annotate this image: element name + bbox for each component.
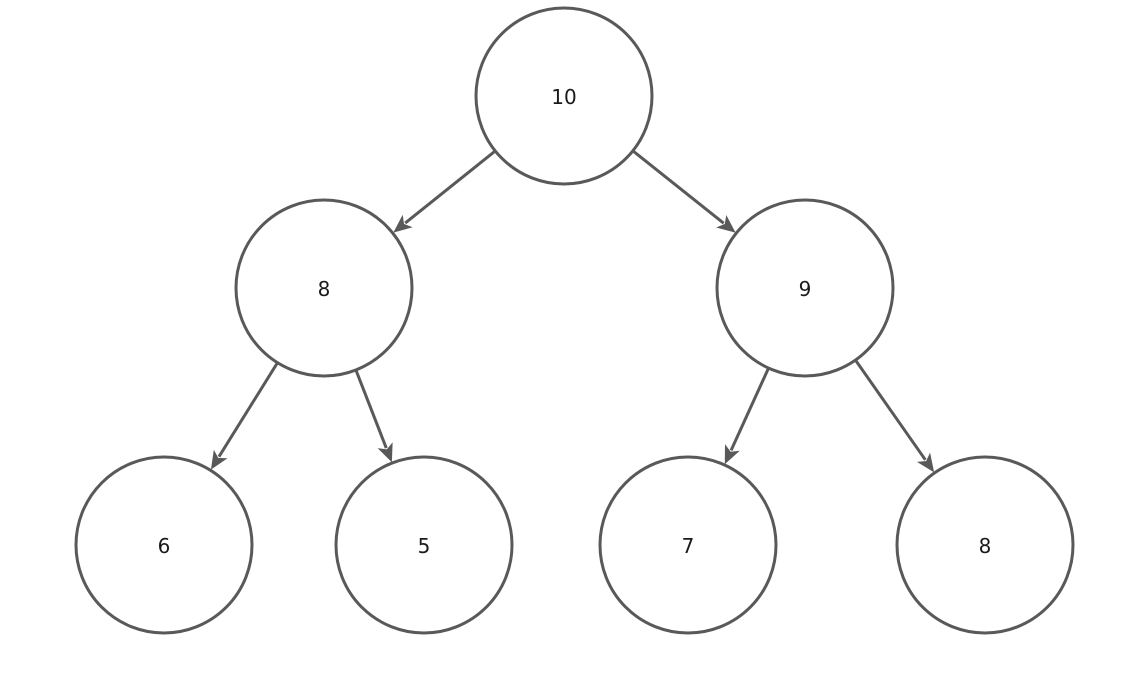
edges-layer: [210, 149, 935, 473]
node-circle: [334, 455, 514, 635]
tree-node-left-left: 6: [74, 455, 254, 635]
node-circle: [74, 455, 254, 635]
edge-line: [404, 149, 497, 225]
edge-line: [631, 149, 725, 225]
edge-line: [217, 361, 279, 458]
tree-node-left-right: 5: [334, 455, 514, 635]
tree-node-left: 8: [234, 198, 414, 378]
arrowhead-icon: [210, 449, 228, 470]
edge-right-to-right-left: [724, 367, 770, 465]
edge-line: [354, 369, 388, 449]
edge-root-to-right: [631, 149, 736, 233]
node-label: 7: [682, 534, 695, 558]
arrowhead-icon: [377, 442, 393, 463]
edge-right-to-right-right: [854, 359, 935, 473]
edge-root-to-left: [393, 149, 497, 233]
node-circle: [895, 455, 1075, 635]
node-circle: [474, 6, 654, 186]
tree-node-right-right: 8: [895, 455, 1075, 635]
node-circle: [598, 455, 778, 635]
edge-line: [854, 359, 927, 461]
node-label: 6: [158, 534, 171, 558]
tree-node-right: 9: [715, 198, 895, 378]
tree-node-right-left: 7: [598, 455, 778, 635]
edge-line: [729, 367, 770, 451]
node-label: 5: [418, 534, 431, 558]
edge-left-to-left-left: [210, 361, 279, 470]
node-label: 8: [979, 534, 992, 558]
node-label: 9: [799, 277, 812, 301]
node-circle: [234, 198, 414, 378]
arrowhead-icon: [724, 444, 740, 465]
arrowhead-icon: [716, 214, 736, 233]
node-circle: [715, 198, 895, 378]
edge-left-to-left-right: [354, 369, 393, 463]
node-label: 8: [318, 277, 331, 301]
arrowhead-icon: [393, 214, 413, 233]
arrowhead-icon: [916, 452, 935, 473]
nodes-layer: 10 8 9 6 5 7 8: [74, 6, 1075, 635]
tree-node-root: 10: [474, 6, 654, 186]
node-label: 10: [551, 85, 576, 109]
